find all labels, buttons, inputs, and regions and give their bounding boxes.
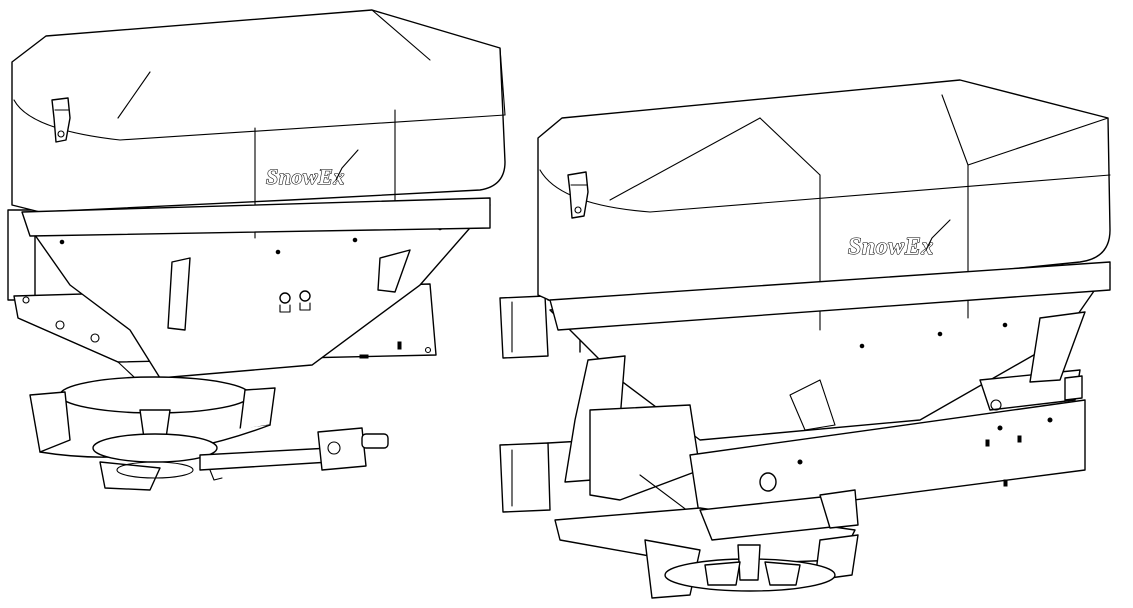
right-logo: SnowEx [847,219,951,261]
left-spinner-assembly [29,376,389,491]
left-logo-text: SnowEx [266,164,345,189]
left-hopper-lid [11,9,506,239]
right-lower-frame [589,375,1086,521]
right-spreader: SnowEx [499,79,1111,599]
left-logo: SnowEx [265,149,359,190]
right-logo-swoosh-icon [925,219,951,251]
right-spinner-assembly [554,489,859,599]
left-spreader: SnowEx [7,9,506,491]
left-logo-swoosh-icon [335,149,359,181]
right-hopper-lid [537,79,1111,331]
right-logo-text: SnowEx [848,234,934,260]
